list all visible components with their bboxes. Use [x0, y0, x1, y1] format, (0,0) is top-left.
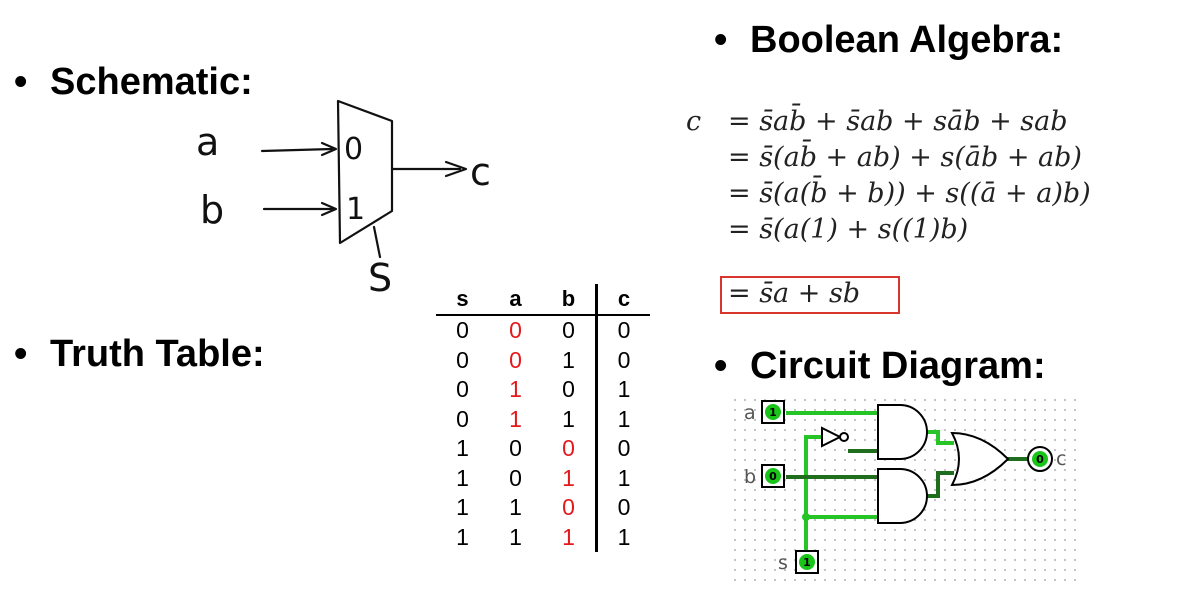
algebra-line-4: = s̄(a(1) + s((1)b): [728, 214, 969, 245]
algebra-lhs: c: [686, 106, 702, 137]
header-b: b: [542, 284, 597, 316]
header-s: s: [436, 284, 489, 316]
schematic-heading: • Schematic:: [14, 60, 253, 104]
arrow-a: [320, 141, 338, 157]
cell-s: 1: [456, 523, 469, 550]
pin-s-led: [799, 554, 815, 570]
cell-b: 1: [562, 464, 575, 491]
algebra-line-1: = s̄ab̄ + s̄ab + sāb + sab: [728, 106, 1068, 137]
cell-a: 0: [509, 435, 522, 462]
and-gate-top: [877, 404, 928, 460]
pin-a-value: 1: [769, 406, 777, 419]
header-c: c: [595, 284, 650, 316]
cell-a: 1: [509, 523, 522, 550]
cell-b: 1: [562, 346, 575, 373]
cell-b: 1: [562, 405, 575, 432]
cell-b: 0: [562, 494, 575, 521]
cell-c: 1: [595, 404, 650, 434]
not-gate-bubble: [839, 432, 849, 442]
cell-s: 0: [456, 405, 469, 432]
truth-table-heading: • Truth Table:: [14, 332, 265, 376]
boolean-algebra-heading: • Boolean Algebra:: [714, 18, 1063, 62]
cell-c: 1: [595, 522, 650, 552]
pin-s-value: 1: [803, 556, 811, 569]
cell-a: 1: [509, 494, 522, 521]
header-a: a: [489, 284, 542, 316]
cell-c: 0: [595, 315, 650, 346]
mux-input-1-label: 1: [346, 192, 365, 227]
cell-c: 0: [595, 493, 650, 523]
algebra-line-2: = s̄(ab̄ + ab) + s(āb + ab): [728, 142, 1082, 173]
cell-s: 1: [456, 494, 469, 521]
arrow-b: [320, 201, 338, 217]
cell-c: 0: [595, 345, 650, 375]
wire-junction: [802, 513, 810, 521]
and-gate-bottom: [877, 468, 928, 524]
cell-s: 0: [456, 376, 469, 403]
pin-a-label: a: [744, 402, 756, 424]
cell-b: 0: [562, 435, 575, 462]
cell-s: 0: [456, 317, 469, 344]
schematic-label-a: a: [196, 120, 219, 164]
cell-a: 1: [509, 376, 522, 403]
output-pin-c-led: [1032, 451, 1048, 467]
cell-a: 1: [509, 405, 522, 432]
cell-b: 1: [562, 523, 575, 550]
mux-body: [336, 99, 394, 245]
pin-b-led: [765, 468, 781, 484]
wire-and2-to-or: [924, 471, 954, 498]
pin-b-label: b: [744, 466, 756, 488]
schematic-label-b: b: [200, 188, 224, 232]
pin-c-label: c: [1056, 448, 1066, 470]
bullet-dot: •: [14, 333, 28, 375]
cell-a: 0: [509, 346, 522, 373]
arrow-c: [444, 160, 468, 178]
cell-s: 1: [456, 464, 469, 491]
wire-and1-to-or: [924, 430, 954, 445]
truth-table-heading-text: Truth Table:: [50, 333, 265, 375]
bullet-dot: •: [14, 61, 28, 103]
cell-s: 0: [456, 346, 469, 373]
wire-a: [260, 147, 334, 153]
cell-a: 0: [509, 317, 522, 344]
circuit-diagram-heading-text: Circuit Diagram:: [750, 345, 1046, 387]
cell-b: 0: [562, 317, 575, 344]
algebra-line-3: = s̄(a(b̄ + b)) + s((ā + a)b): [728, 178, 1091, 209]
pin-a-led: [765, 404, 781, 420]
cell-c: 0: [595, 434, 650, 464]
cell-c: 1: [595, 375, 650, 405]
pin-c-value: 0: [1036, 453, 1044, 466]
circuit-diagram: 1 0 1 0 a b s c: [734, 399, 1084, 589]
or-gate: [950, 431, 1010, 487]
pin-b-value: 0: [769, 470, 777, 483]
mux-schematic: a b c S 0 1: [196, 99, 491, 300]
schematic-heading-text: Schematic:: [50, 61, 253, 103]
result-highlight-box: [720, 276, 900, 314]
cell-b: 0: [562, 376, 575, 403]
cell-c: 1: [595, 463, 650, 493]
cell-s: 1: [456, 435, 469, 462]
wire-s: [372, 225, 382, 259]
schematic-label-c: c: [470, 150, 491, 194]
pin-s-label: s: [778, 552, 788, 574]
bullet-dot: •: [714, 19, 728, 61]
truth-table-header: s a b c: [436, 284, 650, 316]
bullet-dot: •: [714, 345, 728, 387]
algebra-line-5: = s̄a + sb: [728, 278, 861, 309]
cell-a: 0: [509, 464, 522, 491]
not-gate: [821, 426, 843, 448]
schematic-label-s: S: [368, 256, 392, 300]
circuit-diagram-heading: • Circuit Diagram:: [714, 344, 1046, 388]
boolean-algebra-heading-text: Boolean Algebra:: [750, 19, 1064, 61]
mux-input-0-label: 0: [344, 132, 363, 167]
